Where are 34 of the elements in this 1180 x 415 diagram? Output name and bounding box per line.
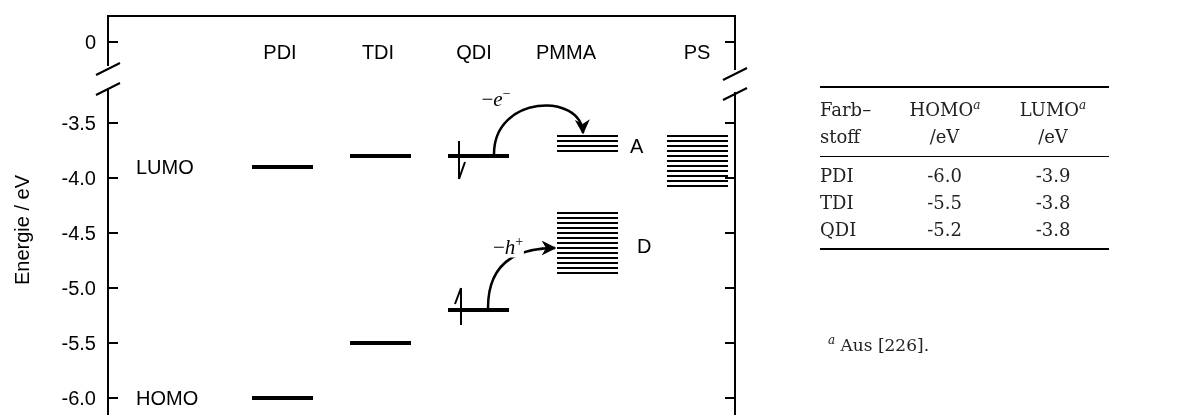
axis-title: Energie / eV (12, 174, 32, 286)
column-header: HOMO$^{a}$ /eV (909, 97, 980, 149)
table-footnote: $^{a}$ Aus [226]. (828, 333, 930, 355)
column-header: Farb– stoff (820, 98, 873, 149)
axis-tick-label: -4.5 (61, 223, 96, 243)
energy-value: -5.5 (927, 192, 962, 213)
energy-value: -6.0 (927, 165, 962, 186)
energy-level (448, 154, 509, 158)
energy-value: -5.2 (927, 219, 962, 240)
axis-tick-label: -5.5 (61, 333, 96, 353)
column-header: LUMO$^{a}$ /eV (1018, 97, 1088, 149)
column-label: TDI (361, 42, 395, 62)
curved-arrow (492, 104, 588, 155)
energy-value: -3.9 (1035, 165, 1071, 186)
column-label: QDI (456, 42, 492, 62)
dye-name: PDI (820, 165, 854, 186)
column-label: PS (683, 42, 711, 62)
level-label: LUMO (136, 157, 194, 177)
axis-tick-label: -3.5 (61, 113, 96, 133)
band-label: A (630, 136, 644, 156)
band-label: D (637, 236, 652, 256)
level-label: HOMO (136, 388, 199, 408)
energy-value: -3.8 (1035, 219, 1071, 240)
column-label: PMMA (536, 42, 596, 62)
axis-tick-label: -4.0 (61, 168, 96, 188)
column-label: PDI (263, 42, 297, 62)
dye-name: QDI (820, 219, 857, 240)
dye-name: TDI (820, 192, 854, 213)
axis-tick-label: -6.0 (61, 388, 96, 408)
axis-tick-label: 0 (84, 32, 96, 52)
energy-value: -3.8 (1035, 192, 1071, 213)
curved-arrow (486, 240, 557, 309)
energy-level (448, 308, 509, 312)
axis-tick-label: -5.0 (61, 278, 96, 298)
